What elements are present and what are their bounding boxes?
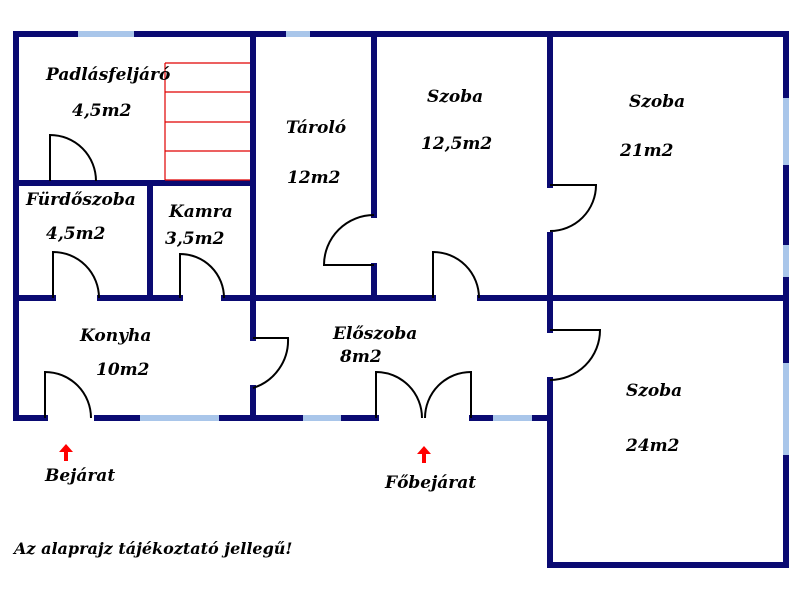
room-area-tarolo: 12m2 xyxy=(287,168,341,188)
arrow-fobejarat-icon xyxy=(417,446,431,463)
room-name-furdo: Fürdőszoba xyxy=(25,190,136,210)
door-padlas xyxy=(49,133,97,182)
room-name-padlas: Padlásfeljáró xyxy=(45,65,170,85)
stair xyxy=(164,62,250,181)
arrows xyxy=(59,444,431,463)
disclaimer-note: Az alaprajz tájékoztató jellegű! xyxy=(12,539,292,558)
door-szoba2 xyxy=(549,184,598,232)
room-name-konyha: Konyha xyxy=(79,326,151,346)
room-area-furdo: 4,5m2 xyxy=(46,224,106,244)
room-name-szoba2: Szoba xyxy=(629,92,685,112)
entrance-fobejarat-label: Főbejárat xyxy=(384,473,476,493)
arrow-bejarat-icon xyxy=(59,444,73,461)
room-area-konyha: 10m2 xyxy=(96,360,150,380)
room-area-eloszoba: 8m2 xyxy=(339,347,382,367)
room-area-szoba2: 21m2 xyxy=(619,141,674,161)
room-name-eloszoba: Előszoba xyxy=(332,324,417,344)
room-area-kamra: 3,5m2 xyxy=(165,229,225,249)
room-name-szoba3: Szoba xyxy=(626,381,682,401)
entrance-bejarat-label: Bejárat xyxy=(44,466,115,486)
windows xyxy=(75,31,789,458)
door-szoba1 xyxy=(432,250,480,299)
door-furdo xyxy=(52,250,100,299)
walls xyxy=(13,31,789,568)
door-fobejarat-right xyxy=(424,370,472,419)
room-area-padlas: 4,5m2 xyxy=(72,101,132,121)
door-tarolo xyxy=(322,214,375,266)
room-area-szoba1: 12,5m2 xyxy=(421,134,492,154)
room-name-kamra: Kamra xyxy=(168,202,233,222)
doors xyxy=(44,133,602,419)
door-konyha xyxy=(252,337,290,389)
room-area-szoba3: 24m2 xyxy=(625,436,680,456)
door-szoba3 xyxy=(549,329,602,381)
room-name-tarolo: Tároló xyxy=(286,118,346,138)
door-fobejarat-left xyxy=(375,370,423,419)
door-bejarat xyxy=(44,370,92,419)
room-name-szoba1: Szoba xyxy=(427,87,483,107)
door-kamra xyxy=(179,252,225,299)
